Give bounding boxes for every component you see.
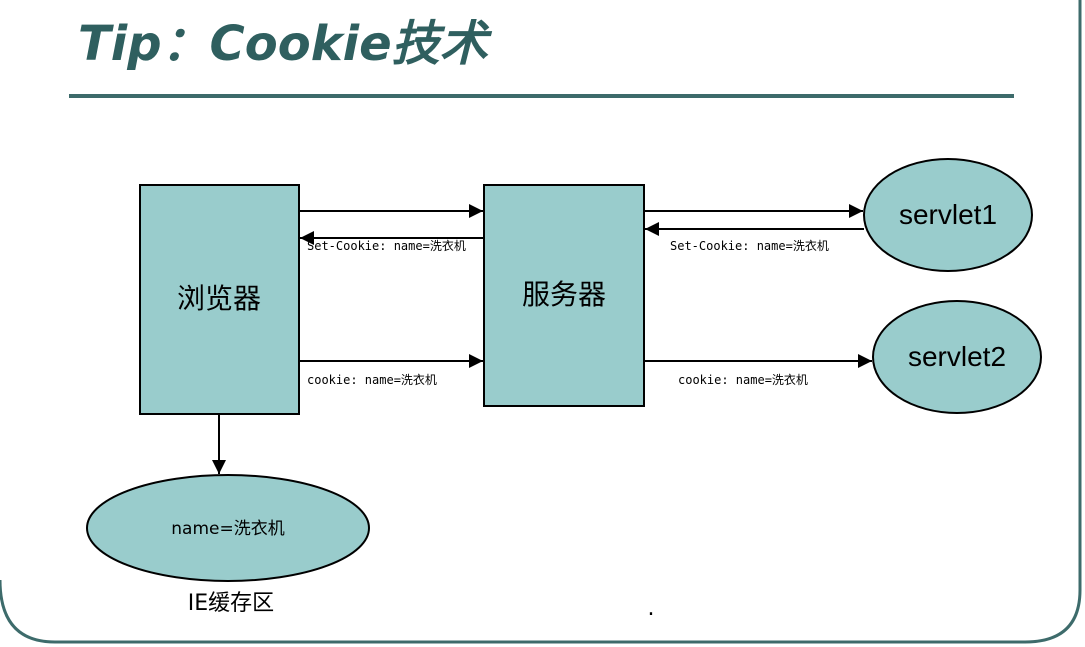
- title-rule: [69, 94, 1014, 98]
- server-label: 服务器: [522, 278, 606, 311]
- msg-server-to-browser: Set-Cookie: name=洗衣机: [307, 238, 466, 253]
- servlet1-label: servlet1: [899, 199, 997, 230]
- servlet1-node: servlet1: [863, 158, 1033, 272]
- msg-servlet1-to-server: Set-Cookie: name=洗衣机: [670, 238, 829, 253]
- servlet2-label: servlet2: [908, 341, 1006, 372]
- servlet2-node: servlet2: [872, 300, 1042, 414]
- msg-browser-to-server: cookie: name=洗衣机: [307, 372, 437, 387]
- ie-cache-node: name=洗衣机: [86, 474, 370, 582]
- msg-server-to-servlet2: cookie: name=洗衣机: [678, 372, 808, 387]
- cache-caption: IE缓存区: [188, 591, 274, 616]
- cache-value-label: name=洗衣机: [171, 519, 284, 539]
- footer-mark: .: [648, 596, 655, 621]
- server-node: 服务器: [483, 184, 645, 407]
- browser-label: 浏览器: [177, 282, 261, 315]
- page-title: Tip：Cookie技术: [78, 16, 488, 72]
- browser-node: 浏览器: [139, 184, 300, 415]
